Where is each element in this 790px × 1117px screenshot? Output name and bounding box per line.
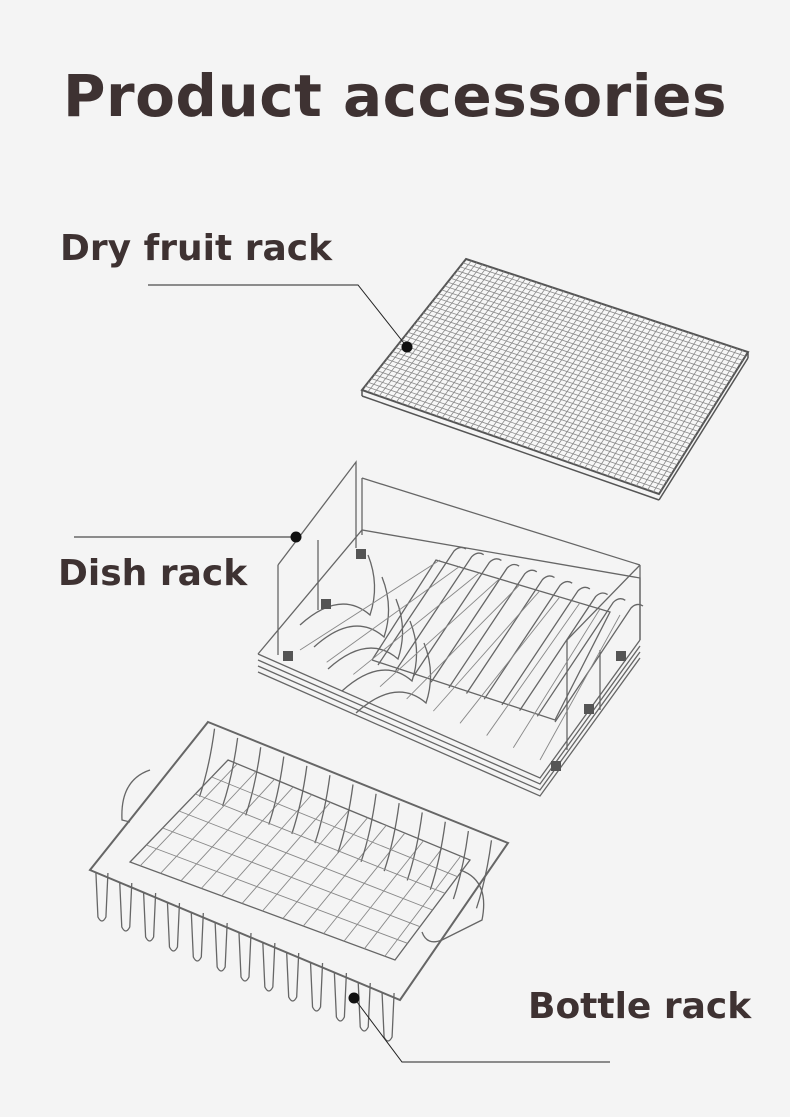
dish-rack-plate-tine <box>448 569 538 689</box>
basket-back-wire <box>360 793 377 863</box>
basket-handle <box>421 869 485 943</box>
basket-back-wire <box>221 737 239 807</box>
dish-rack-top-rail <box>361 477 641 566</box>
basket-side-loop <box>238 932 252 982</box>
dish-rack-plate-tine <box>483 580 573 700</box>
dry-fruit-rack-label: Dry fruit rack <box>60 228 333 269</box>
dish-rack-base-rail <box>257 529 641 655</box>
basket-back-wire <box>383 803 400 872</box>
dish-rack-clip <box>321 599 331 609</box>
basket-back-wire <box>245 747 262 816</box>
bottle-rack-label: Bottle rack <box>528 986 752 1027</box>
dish-rack-plate-tine <box>412 558 502 677</box>
dish-rack-side-frame <box>277 460 357 566</box>
basket-side-loop <box>119 882 133 932</box>
wire-basket-illustration <box>88 720 510 1042</box>
dish-rack-clip <box>616 651 626 661</box>
basket-back-wire <box>291 765 308 835</box>
dish-rack-bowl-cradle <box>299 554 376 626</box>
basket-side-loop <box>166 902 181 952</box>
basket-side-loop <box>381 992 395 1042</box>
dish-rack-base-rail <box>257 645 641 785</box>
dish-rack-plate-tine <box>395 552 485 672</box>
dish-rack-leader-line <box>74 531 302 543</box>
dish-rack-plate-tine <box>519 592 608 711</box>
basket-side-loop <box>142 892 157 942</box>
basket-side-loop <box>95 872 109 922</box>
basket-back-wire <box>198 728 216 797</box>
dish-rack-base-rail <box>257 639 641 779</box>
wire-dish-rack-illustration <box>257 460 644 797</box>
basket-back-wire <box>337 784 354 853</box>
dish-rack-clip <box>356 549 366 559</box>
dish-rack-base-rail <box>257 651 641 791</box>
dish-rack-clip <box>584 704 594 714</box>
basket-back-wire <box>452 830 470 900</box>
dish-rack-label: Dish rack <box>58 553 248 594</box>
bottle-rack-leader-line <box>348 992 610 1063</box>
mesh-grid-tray-illustration <box>360 257 750 501</box>
basket-side-loop <box>262 942 276 992</box>
dish-rack-clip <box>283 651 293 661</box>
basket-side-loop <box>286 952 300 1002</box>
dish-rack-plate-tine <box>465 575 555 694</box>
dish-rack-plate-tine <box>501 586 591 706</box>
basket-back-wire <box>268 756 285 825</box>
basket-side-loop <box>357 982 371 1032</box>
dish-rack-plate-tine <box>554 603 644 723</box>
basket-handle <box>121 769 151 823</box>
dish-rack-divider <box>371 559 611 721</box>
dish-rack-bowl-cradle <box>313 576 390 648</box>
dish-rack-plate-tine <box>430 563 520 683</box>
basket-back-wire <box>475 840 493 909</box>
basket-back-wire <box>314 775 331 844</box>
basket-side-loop <box>333 972 348 1022</box>
dish-rack-plate-tine <box>377 546 467 666</box>
dish-rack-bowl-cradle <box>327 598 404 670</box>
dish-rack-side-frame <box>566 564 641 641</box>
basket-back-wire <box>429 821 446 890</box>
dish-rack-bowl-cradle <box>355 642 432 714</box>
dish-rack-base-rail <box>257 657 641 797</box>
basket-side-loop <box>190 912 204 962</box>
basket-side-loop <box>214 922 228 972</box>
basket-back-wire <box>406 812 423 881</box>
dish-rack-bowl-cradle <box>341 620 418 692</box>
basket-top-rim <box>88 720 510 1002</box>
basket-side-loop <box>309 962 324 1012</box>
dish-rack-plate-tine <box>536 598 626 717</box>
dish-rack-clip <box>551 761 561 771</box>
dry-fruit-rack-leader-line <box>148 284 413 353</box>
basket-bottom-frame <box>128 759 472 961</box>
page-title: Product accessories <box>62 62 728 130</box>
